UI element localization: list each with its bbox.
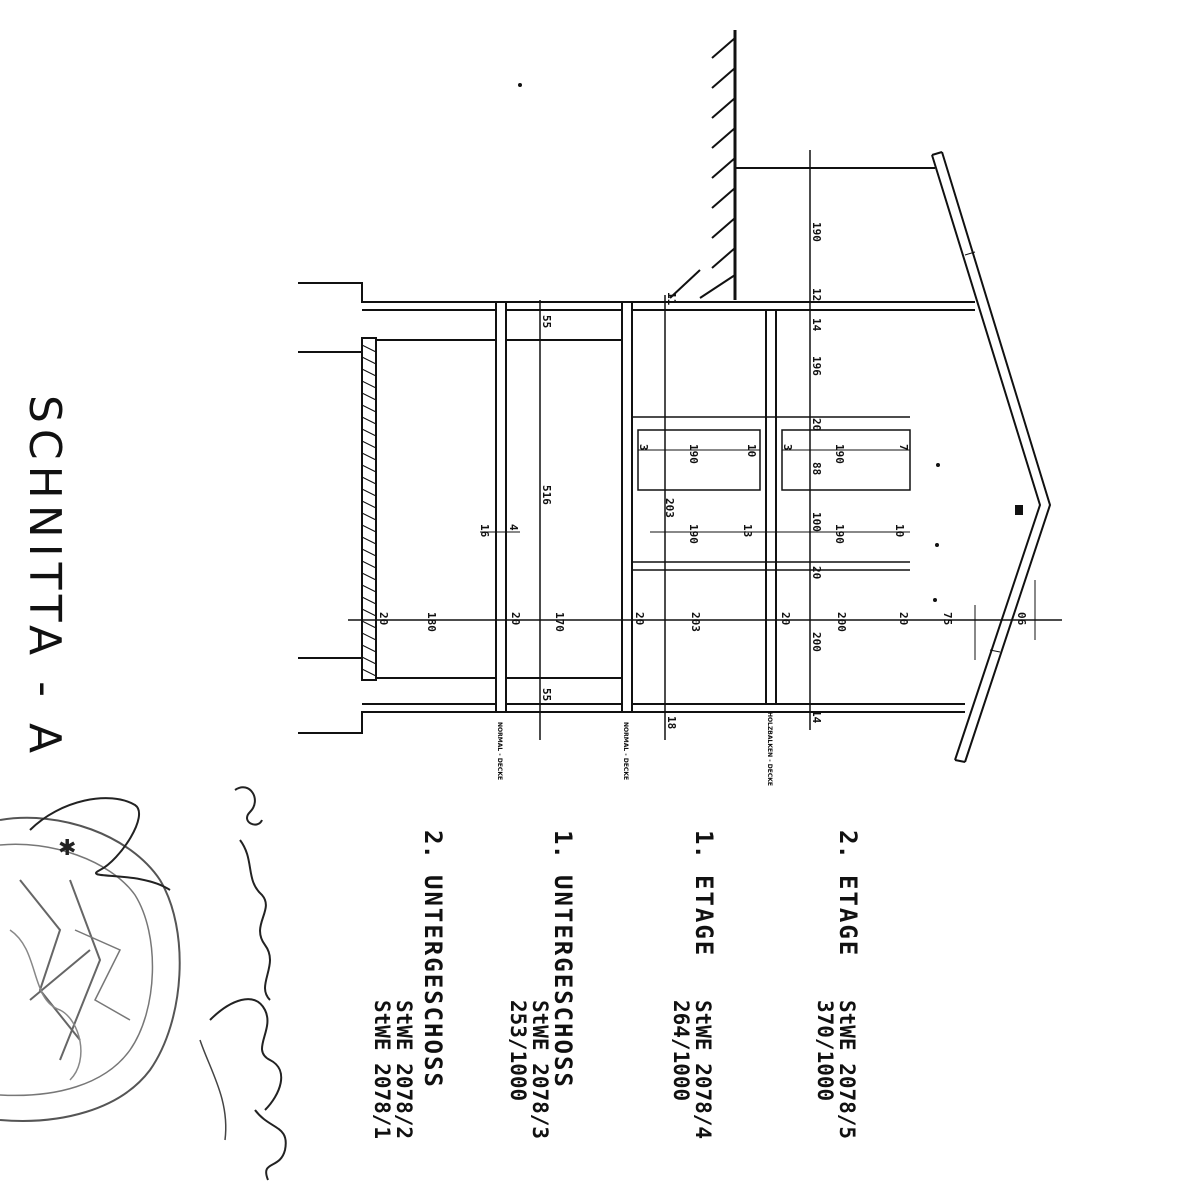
- level-number: 1.: [549, 830, 577, 859]
- level-unit: StWE 2078/5: [835, 1000, 859, 1139]
- section-mark: A - A: [19, 625, 70, 759]
- level-share: 253/1000: [506, 1000, 530, 1101]
- dim-right-2: 14: [810, 318, 823, 332]
- openings: [480, 416, 911, 571]
- dim-lower-0: 203: [663, 498, 676, 518]
- normal-ceiling-label-2: NORMAL - DECKE: [496, 722, 503, 780]
- dim-main-6: 20: [779, 612, 792, 625]
- dim-upper-3: 3: [781, 444, 794, 451]
- level-name: ETAGE: [690, 875, 718, 957]
- dim-right-10: 18: [665, 716, 678, 729]
- dim-right-0: 190: [810, 222, 823, 242]
- dim-main-3: 170: [553, 612, 566, 632]
- dimension-labels: 20 180 20 170 20 203 20 200 20 75 06 3 1…: [377, 222, 1028, 729]
- terrain-hatch: [669, 30, 935, 300]
- foundation-slab: [361, 337, 377, 681]
- dim-main-1: 180: [425, 612, 438, 632]
- stray-dot: [933, 598, 937, 602]
- dim-main-2: 20: [509, 612, 522, 625]
- level-name: ETAGE: [834, 875, 862, 957]
- level-number: 2.: [419, 830, 447, 859]
- dim-main-5: 203: [689, 612, 702, 632]
- dim-right-7: 20: [810, 566, 823, 579]
- signature: [29, 786, 287, 1181]
- level-row-1-etage: 1. ETAGE StWE 2078/4 264/1000: [669, 830, 718, 1139]
- level-row-2-etage: 2. ETAGE StWE 2078/5 370/1000: [813, 830, 862, 1139]
- timber-ceiling-label: HOLZBALKEN - DECKE: [766, 712, 773, 786]
- dim-upper-2: 10: [745, 444, 758, 457]
- dim-upper-0: 3: [637, 444, 650, 451]
- dim-right-8: 200: [810, 632, 823, 652]
- official-seal: ✱: [0, 816, 181, 1122]
- stray-dot: [936, 463, 940, 467]
- stray-dot: [518, 83, 522, 87]
- normal-ceiling-label-1: NORMAL - DECKE: [622, 722, 629, 780]
- dim-lower-3: 190: [833, 524, 846, 544]
- level-share: 370/1000: [813, 1000, 837, 1101]
- level-name: UNTERGESCHOSS: [419, 875, 447, 1089]
- floor-slabs: [495, 150, 811, 740]
- dim-right-11: 11: [665, 292, 678, 306]
- dim-main-9: 75: [941, 612, 954, 625]
- dim-lower-2: 13: [741, 524, 754, 537]
- level-number: 2.: [834, 830, 862, 859]
- outer-walls: [298, 282, 975, 734]
- level-share: StWE 2078/1: [370, 1000, 394, 1139]
- level-unit: StWE 2078/4: [691, 1000, 715, 1139]
- level-legend: 2. ETAGE StWE 2078/5 370/1000 1. ETAGE S…: [370, 830, 862, 1139]
- dim-main-7: 200: [835, 612, 848, 632]
- dim-main-10: 06: [1015, 612, 1028, 626]
- stray-dot: [935, 543, 939, 547]
- dim-right-3: 196: [810, 356, 823, 376]
- dim-wall-3: 16: [478, 524, 491, 538]
- title-text: SCHNITT: [19, 395, 70, 628]
- dim-right-4: 20: [810, 418, 823, 431]
- drawing-title: SCHNITT: [19, 395, 70, 628]
- level-unit: StWE 2078/2: [392, 1000, 416, 1139]
- dim-lower-1: 190: [687, 524, 700, 544]
- level-row-2-ug: 2. UNTERGESCHOSS StWE 2078/2 StWE 2078/1: [370, 830, 447, 1139]
- dim-main-4: 20: [633, 612, 646, 625]
- dim-right-9: 14: [810, 710, 823, 724]
- dim-right-5: 88: [810, 462, 823, 475]
- dim-right-6: 100: [810, 512, 823, 532]
- section-mark-text: A - A: [19, 625, 70, 759]
- roof: [931, 151, 1052, 763]
- slab-labels: HOLZBALKEN - DECKE NORMAL - DECKE NORMAL…: [496, 712, 773, 786]
- dim-upper-5: 7: [897, 444, 910, 451]
- dim-wall-2: 55: [540, 688, 553, 701]
- dim-upper-4: 190: [833, 444, 846, 464]
- level-row-1-ug: 1. UNTERGESCHOSS StWE 2078/3 253/1000: [506, 830, 577, 1139]
- level-unit: StWE 2078/3: [528, 1000, 552, 1139]
- level-share: 264/1000: [669, 1000, 693, 1101]
- dim-main-8: 20: [897, 612, 910, 625]
- dim-right-1: 12: [810, 288, 823, 301]
- level-number: 1.: [690, 830, 718, 859]
- dim-wall-0: 55: [540, 315, 553, 328]
- dim-wall-1: 516: [540, 485, 553, 505]
- svg-text:✱: ✱: [58, 836, 76, 861]
- dim-wall-4: 4: [507, 524, 520, 531]
- level-name: UNTERGESCHOSS: [549, 875, 577, 1089]
- dim-lower-4: 10: [893, 524, 906, 537]
- dim-upper-1: 190: [687, 444, 700, 464]
- dim-main-0: 20: [377, 612, 390, 625]
- main-dimension-line: [348, 580, 1062, 660]
